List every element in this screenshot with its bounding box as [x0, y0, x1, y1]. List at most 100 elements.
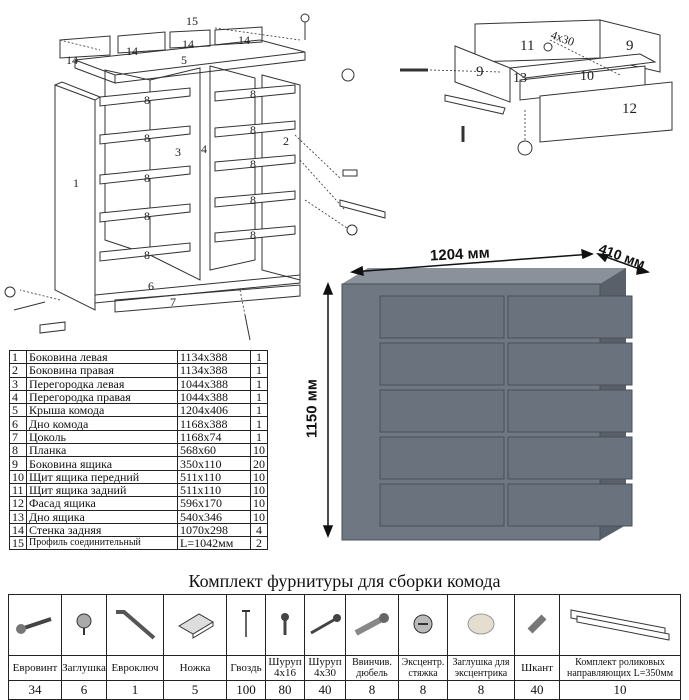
kit-icon-cell: [265, 594, 305, 656]
parts-qty-cell: 10: [250, 443, 268, 458]
width-dimension: 1204 мм: [429, 244, 491, 265]
parts-name-cell: Стенка задняя: [26, 522, 178, 538]
svg-text:8: 8: [144, 248, 150, 262]
kit-icon-cell: [163, 594, 227, 656]
kit-icon-cell: [398, 594, 448, 656]
parts-qty-cell: 20: [250, 456, 268, 471]
svg-text:6: 6: [148, 279, 154, 293]
kit-icon-cell: [8, 594, 62, 656]
parts-qty-cell: 1: [250, 429, 268, 445]
parts-qty-cell: 1: [250, 389, 268, 405]
parts-name-cell: Боковина ящика: [26, 456, 178, 471]
kit-qty-cell: 80: [265, 680, 305, 700]
parts-size-cell: 511x110: [177, 469, 251, 484]
parts-qty-cell: 1: [250, 416, 268, 431]
kit-label-cell: Эксцентр. стяжка: [398, 655, 448, 681]
kit-title: Комплект фурнитуры для сборки комода: [188, 571, 501, 591]
svg-text:8: 8: [144, 209, 150, 223]
kit-label-cell: Ножка: [163, 655, 227, 681]
parts-size-cell: 511x110: [177, 482, 251, 498]
parts-name-cell: Крыша комода: [26, 403, 178, 418]
parts-n-cell: 8: [9, 443, 27, 458]
kit-icon-cell: [226, 594, 266, 656]
parts-qty-cell: 10: [250, 482, 268, 498]
parts-qty-cell: 1: [250, 363, 268, 378]
kit-label-cell: Шуруп 4x30: [304, 655, 346, 681]
parts-n-cell: 11: [9, 482, 27, 498]
kit-qty-cell: 100: [226, 680, 266, 700]
svg-text:2: 2: [283, 134, 289, 148]
parts-n-cell: 1: [9, 349, 27, 365]
parts-size-cell: L=1042мм: [177, 536, 251, 551]
parts-n-cell: 7: [9, 429, 27, 445]
drawer-front: [507, 483, 633, 527]
kit-qty-cell: 8: [398, 680, 448, 700]
eurobolt-icon: [13, 616, 57, 642]
parts-size-cell: 568x60: [177, 443, 251, 458]
drawer-front: [379, 483, 505, 527]
svg-text:12: 12: [622, 101, 637, 117]
parts-size-cell: 1044x388: [177, 376, 251, 391]
parts-n-cell: 9: [9, 456, 27, 471]
kit-qty-cell: 40: [304, 680, 346, 700]
svg-text:8: 8: [144, 131, 150, 145]
kit-label-cell: Шуруп 4x16: [265, 655, 305, 681]
drawer-front: [507, 389, 633, 433]
long-screw-icon: [307, 613, 343, 642]
kit-label-cell: Ввинчив. дюбель: [345, 655, 399, 681]
kit-icon-cell: [559, 594, 681, 656]
svg-text:9: 9: [626, 38, 634, 54]
kit-qty-cell: 40: [514, 680, 560, 700]
parts-size-cell: 540x346: [177, 509, 251, 524]
kit-qty-cell: 1: [106, 680, 164, 700]
kit-icon-cell: [61, 594, 107, 656]
kit-label-cell: Гвоздь: [226, 655, 266, 681]
parts-name-cell: Дно ящика: [26, 509, 178, 524]
kit-icon-cell: [106, 594, 164, 656]
parts-qty-cell: 10: [250, 496, 268, 511]
short-screw-icon: [270, 612, 300, 642]
parts-size-cell: 1168x74: [177, 429, 251, 445]
parts-name-cell: Боковина правая: [26, 363, 178, 378]
kit-label-cell: Заглушка для эксцентрика: [447, 655, 515, 681]
parts-qty-cell: 1: [250, 376, 268, 391]
kit-icon-cell: [514, 594, 560, 656]
parts-qty-cell: 4: [250, 522, 268, 538]
cam-lock-icon: [408, 614, 438, 642]
kit-label-cell: Шкант: [514, 655, 560, 681]
parts-name-cell: Дно комода: [26, 416, 178, 431]
parts-size-cell: 1134x388: [177, 349, 251, 365]
cam-cap-icon: [461, 613, 501, 642]
svg-text:4: 4: [201, 142, 207, 156]
kit-qty-cell: 10: [559, 680, 681, 700]
drawer-front: [507, 342, 633, 386]
cap-icon: [69, 613, 99, 642]
drawer-runner-icon: [565, 608, 675, 649]
svg-text:7: 7: [170, 295, 176, 309]
parts-size-cell: 1134x388: [177, 363, 251, 378]
parts-size-cell: 596x170: [177, 496, 251, 511]
parts-size-cell: 1044x388: [177, 389, 251, 405]
svg-text:10: 10: [580, 69, 594, 84]
svg-text:8: 8: [250, 228, 256, 242]
parts-n-cell: 13: [9, 509, 27, 524]
svg-text:13: 13: [513, 71, 527, 86]
svg-text:14: 14: [66, 53, 78, 67]
drawer-front: [507, 295, 633, 339]
parts-size-cell: 1168x388: [177, 416, 251, 431]
svg-text:8: 8: [250, 157, 256, 171]
drawer-front: [379, 295, 505, 339]
parts-qty-cell: 10: [250, 469, 268, 484]
parts-n-cell: 4: [9, 389, 27, 405]
svg-text:5: 5: [181, 53, 187, 67]
